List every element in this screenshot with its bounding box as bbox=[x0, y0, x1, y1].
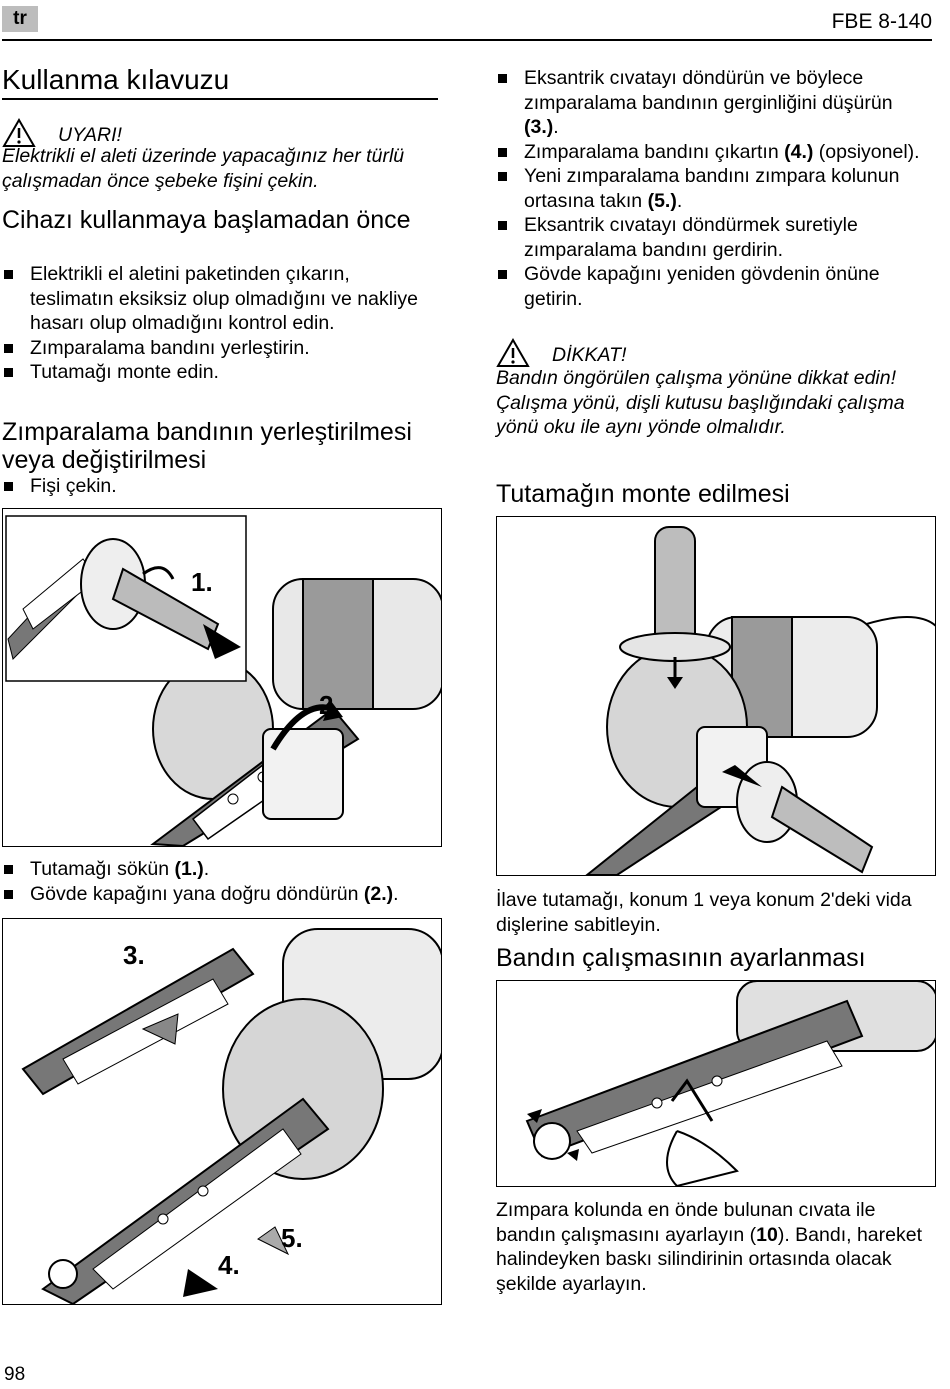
list-item: Tutamağı sökün (1.). bbox=[2, 857, 442, 882]
belt-change-list: Fişi çekin. bbox=[2, 474, 432, 499]
title-rule bbox=[2, 98, 438, 100]
list-item: Zımparalama bandını çıkartın (4.) (opsiy… bbox=[496, 140, 926, 165]
section-title-belt-change: Zımparalama bandının yerleştirilmesi vey… bbox=[2, 418, 412, 474]
list-item: Elektrikli el aletini paketinden çıkarın… bbox=[2, 262, 432, 336]
list-item: Yeni zımparalama bandını zımpara kolunun… bbox=[496, 164, 926, 213]
page-number: 98 bbox=[4, 1364, 26, 1385]
section-title-handle: Tutamağın monte edilmesi bbox=[496, 480, 790, 508]
list-item: Zımparalama bandını yerleştirin. bbox=[2, 336, 432, 361]
list-item: Eksantrik cıvatayı döndürmek suretiyle z… bbox=[496, 213, 926, 262]
model-name: FBE 8-140 bbox=[831, 10, 932, 33]
belt-steps-list: Eksantrik cıvatayı döndürün ve böylece z… bbox=[496, 66, 926, 311]
section-title-before-use: Cihazı kullanmaya başlamadan önce bbox=[2, 206, 411, 234]
caution-block: DİKKAT! Bandın öngörülen çalışma yönüne … bbox=[496, 338, 926, 440]
handle-mount-text: İlave tutamağı, konum 1 veya konum 2'dek… bbox=[496, 889, 912, 936]
tracking-adjust-illustration bbox=[525, 981, 935, 1186]
belt-change-illustration: 3. 4. 5. bbox=[21, 928, 441, 1304]
tracking-text: Zımpara kolunda en önde bulunan cıvata i… bbox=[496, 1199, 923, 1295]
warning-triangle-icon bbox=[2, 118, 36, 147]
figure-label-1: 1. bbox=[191, 567, 213, 597]
figure-label-2: 2 bbox=[319, 690, 333, 720]
header-rule bbox=[2, 39, 932, 41]
list-item: Eksantrik cıvatayı döndürün ve böylece z… bbox=[496, 66, 926, 140]
warning-text: Elektrikli el aleti üzerinde yapacağınız… bbox=[2, 145, 405, 192]
warning-label: UYARI! bbox=[58, 124, 122, 146]
figure-adjust-tracking bbox=[496, 980, 936, 1187]
caution-text: Bandın öngörülen çalışma yönüne dikkat e… bbox=[496, 367, 905, 438]
warning-block: UYARI! Elektrikli el aleti üzerinde yapa… bbox=[2, 118, 442, 193]
handle-mount-illustration bbox=[585, 526, 935, 875]
page-title: Kullanma kılavuzu bbox=[2, 64, 230, 95]
list-item: Gövde kapağını yana doğru döndürün (2.). bbox=[2, 882, 442, 907]
belt-sander-illustration: 2 1. bbox=[5, 515, 441, 846]
list-item: Fişi çekin. bbox=[2, 474, 432, 499]
figure-label-4: 4. bbox=[218, 1250, 240, 1280]
remove-steps-list: Tutamağı sökün (1.). Gövde kapağını yana… bbox=[2, 857, 442, 906]
language-badge: tr bbox=[2, 6, 38, 32]
figure-label-5: 5. bbox=[281, 1223, 303, 1253]
figure-mount-handle bbox=[496, 516, 936, 876]
caution-label: DİKKAT! bbox=[552, 344, 627, 366]
figure-label-3: 3. bbox=[123, 940, 145, 970]
figure-change-belt: 3. 4. 5. bbox=[2, 918, 442, 1305]
section-title-tracking: Bandın çalışmasının ayarlanması bbox=[496, 944, 866, 972]
list-item: Tutamağı monte edin. bbox=[2, 360, 432, 385]
before-use-list: Elektrikli el aletini paketinden çıkarın… bbox=[2, 262, 432, 385]
figure-remove-handle: 2 1. bbox=[2, 508, 442, 847]
list-item: Gövde kapağını yeniden gövdenin önüne ge… bbox=[496, 262, 926, 311]
warning-triangle-icon bbox=[496, 338, 530, 367]
